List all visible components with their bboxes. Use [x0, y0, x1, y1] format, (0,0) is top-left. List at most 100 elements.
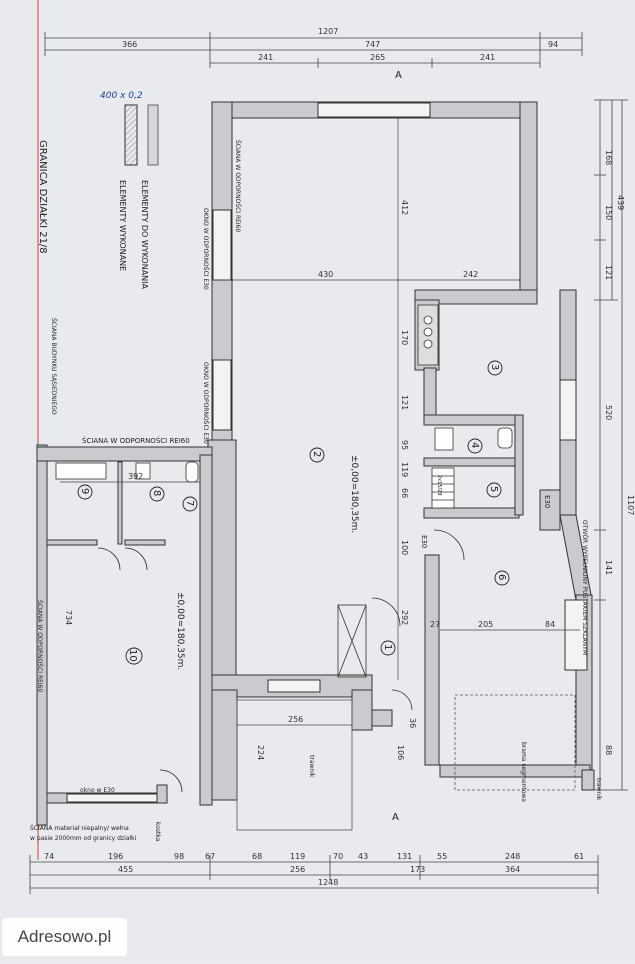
dim-right-2: 150 — [604, 205, 613, 220]
sink-8 — [135, 462, 151, 480]
dim-b10: 55 — [437, 852, 447, 861]
dim-36: 36 — [408, 718, 417, 728]
room-5: 5 — [488, 486, 499, 492]
toilet-7 — [185, 461, 199, 483]
dim-100: 100 — [400, 540, 409, 555]
room-9: 9 — [79, 488, 90, 494]
dim-242: 242 — [463, 270, 478, 279]
dim-106: 106 — [396, 745, 405, 760]
dim-top2-1: 241 — [258, 53, 273, 62]
wall-rei60-a: ŚCIANA W ODPORNOŚCI REI60 — [234, 140, 241, 232]
lawn-label-b: trawnik — [595, 778, 602, 801]
dim-right-1: 168 — [604, 150, 613, 165]
room-8: 8 — [151, 490, 162, 496]
dim-224: 224 — [256, 745, 265, 760]
fixtures — [55, 304, 513, 678]
stairs — [431, 467, 455, 509]
border-label: GRANICA DZIAŁKI 21/8 — [37, 140, 48, 254]
wall-rei60-c: ŚCIANA W ODPORNOŚCI REI60 — [36, 600, 43, 692]
room-4: 4 — [469, 442, 480, 448]
room-7: 7 — [184, 500, 195, 506]
dim-b2: 196 — [108, 852, 123, 861]
dim-b8: 43 — [358, 852, 368, 861]
garage-drive — [454, 694, 576, 791]
dim-b2-1: 455 — [118, 865, 133, 874]
dim-392: 392 — [128, 472, 143, 481]
opening-label: OTWÓR WYPEŁNIONY PUSTAKIEM SZKLANYM — [581, 520, 588, 655]
dim-top-1: 366 — [122, 40, 137, 49]
top-dimensions — [44, 32, 583, 68]
dim-b11: 248 — [505, 852, 520, 861]
toilet-4 — [497, 427, 513, 449]
dim-412: 412 — [400, 200, 409, 215]
wall-rei60-b: ŚCIANA W ODPORNOŚCI REI60 — [82, 436, 190, 445]
section-mark-bottom: A — [392, 812, 399, 823]
dim-right-total: 439 — [616, 195, 625, 210]
interior-dims: 430 242 412 170 121 95 119 66 100 292 20… — [64, 200, 555, 760]
dim-119: 119 — [400, 462, 409, 477]
dim-b7: 70 — [333, 852, 343, 861]
windows — [66, 102, 588, 803]
dim-top2-3: 241 — [480, 53, 495, 62]
sink-4 — [434, 427, 454, 451]
dim-top2-2: 265 — [370, 53, 385, 62]
level-side: ±0,00=180,35m. — [175, 592, 185, 670]
gate-label: brama segmentowa — [520, 742, 527, 802]
room-8-circle — [149, 486, 165, 502]
room-labels: 1 2 3 4 5 6 7 8 9 10 — [79, 364, 507, 662]
dim-b5: 68 — [252, 852, 262, 861]
wall-material: ŚCIANA materiał niepalny/ wełna — [30, 825, 129, 832]
dim-66: 66 — [400, 488, 409, 498]
room-2: 2 — [311, 451, 322, 457]
dim-84: 84 — [545, 620, 555, 629]
e30-label-a: E30 — [543, 495, 551, 508]
dim-bottom-total: 1248 — [318, 878, 338, 887]
legend-to-do-swatch — [124, 104, 138, 166]
room-10-circle — [125, 647, 143, 665]
dim-b12: 61 — [574, 852, 584, 861]
wall-material-2: w pasie 2000mm od granicy działki — [30, 835, 137, 842]
room-7-circle — [182, 496, 198, 512]
dim-95: 95 — [400, 440, 409, 450]
room-10: 10 — [127, 649, 138, 662]
dim-b6: 119 — [290, 852, 305, 861]
dim-256: 256 — [288, 715, 303, 724]
room-numbers — [77, 360, 510, 665]
handwritten-note: 400 x 0,2 — [100, 91, 143, 101]
room-2-circle — [309, 447, 325, 463]
window-e30-b: OKNO W ODPORNOŚCI E30 — [202, 362, 209, 444]
room-6-circle — [494, 570, 510, 586]
dim-170: 170 — [400, 330, 409, 345]
room-3: 3 — [489, 364, 500, 370]
watermark-text: Adresowo.pl — [17, 927, 112, 946]
room-9-circle — [77, 484, 93, 500]
dim-top-3: 94 — [548, 40, 558, 49]
level-main: ±0,00=180,35m. — [349, 455, 359, 533]
window-e30-c: okno w E30 — [80, 787, 115, 794]
dim-right-4: 520 — [604, 405, 613, 420]
room-1-circle — [380, 640, 396, 656]
room-4-circle — [467, 438, 483, 454]
kitchenette-9 — [55, 462, 107, 480]
legend: ELEMENTY DO WYKONANIA ELEMENTY WYKONANE — [118, 104, 159, 290]
dim-205: 205 — [478, 620, 493, 629]
room-6: 6 — [496, 574, 507, 580]
legend-to-do-label: ELEMENTY DO WYKONANIA — [140, 180, 149, 290]
dim-b2-3: 173 — [410, 865, 425, 874]
dim-27: 27 — [430, 620, 440, 629]
room-3-circle — [487, 360, 503, 376]
void-box — [337, 604, 367, 678]
legend-done-swatch — [147, 104, 159, 166]
dim-top-total: 1207 — [318, 27, 338, 36]
dim-b4: 67 — [205, 852, 215, 861]
bottom-dim-row1: 74 196 98 67 68 119 70 43 131 55 248 61 … — [44, 852, 584, 887]
lawn-label-a: trawnik — [308, 755, 315, 778]
dim-b9: 131 — [397, 852, 412, 861]
dim-292: 292 — [400, 610, 409, 625]
dim-b3: 98 — [174, 852, 184, 861]
bottom-dimensions — [29, 855, 599, 894]
dim-734: 734 — [64, 610, 73, 625]
right-dim-labels: 168 150 121 520 141 88 439 1107 — [604, 150, 635, 755]
